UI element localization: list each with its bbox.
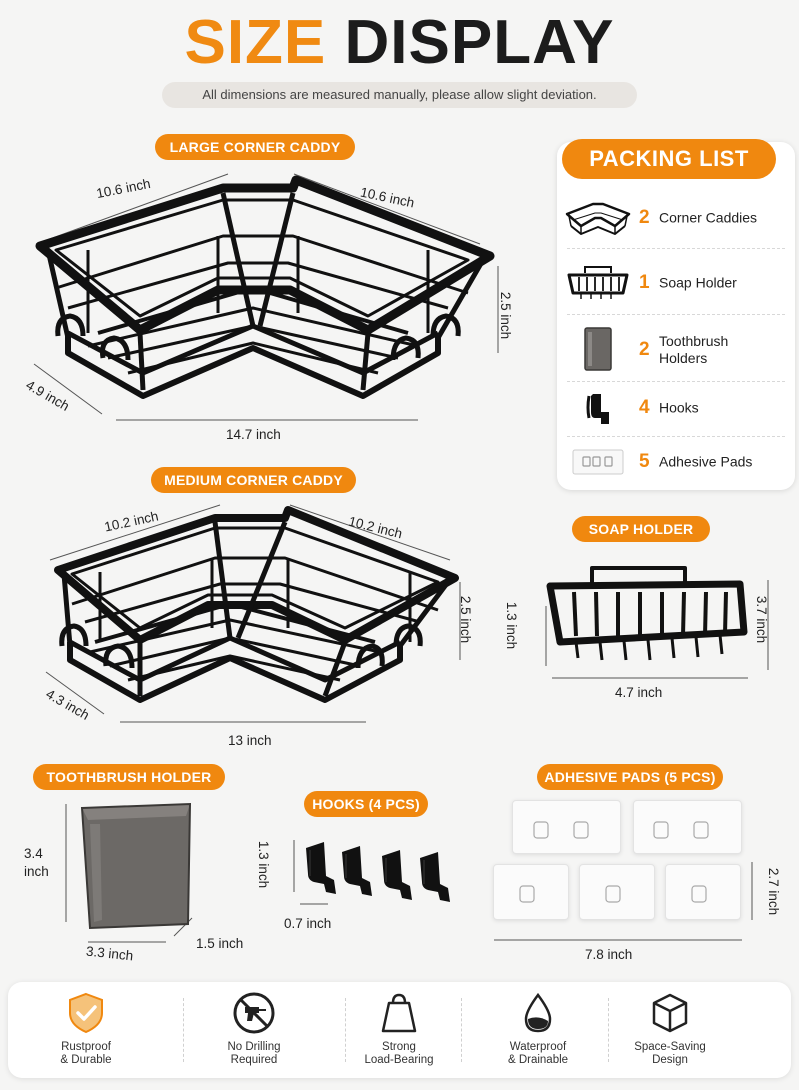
feature-divider [461, 998, 462, 1062]
packing-label-hooks: Hooks [659, 399, 699, 416]
cube-icon [652, 993, 688, 1033]
packing-qty-toothbrush-holders: 2 [639, 339, 650, 360]
packing-divider [567, 314, 785, 315]
feature-divider [345, 998, 346, 1062]
toothbrush-holder-badge: TOOTHBRUSH HOLDER [33, 764, 225, 790]
feature-divider [183, 998, 184, 1062]
packing-label-toothbrush-holders: Toothbrush Holders [659, 333, 729, 366]
soap-holder-icon [567, 266, 629, 299]
adhesive-pad [512, 800, 621, 854]
feature-waterproof: Waterproof& Drainable [460, 982, 616, 1078]
adhesive-pads-marks [494, 821, 753, 941]
packing-item-toothbrush-holders: 2 Toothbrush Holders [565, 322, 787, 378]
title-size: SIZE [184, 8, 327, 77]
packing-qty-adhesive-pads: 5 [639, 451, 650, 472]
water-drop-icon [524, 992, 552, 1033]
hooks-badge: HOOKS (4 PCS) [304, 791, 428, 817]
medium-caddy-height: 2.5 inch [458, 595, 474, 644]
title-display: DISPLAY [344, 8, 615, 77]
toothbrush-holder-icon [584, 327, 612, 371]
packing-divider [567, 381, 785, 382]
feature-waterproof-line1: Waterproof [509, 1041, 567, 1053]
feature-rustproof-line2: & Durable [60, 1054, 112, 1066]
feature-rustproof: Rustproof& Durable [8, 982, 164, 1078]
hooks-width: 0.7 inch [284, 916, 332, 931]
adhesive-pads-height: 2.7 inch [766, 867, 782, 916]
feature-rustproof-line1: Rustproof [61, 1041, 111, 1053]
hooks-image [293, 840, 450, 905]
adhesive-pad [633, 800, 742, 854]
toothbrush-holder-height: 3.4 inch [24, 846, 49, 879]
large-caddy-height: 2.5 inch [498, 291, 514, 340]
hook-icon [586, 394, 609, 424]
medium-caddy-badge: MEDIUM CORNER CADDY [151, 467, 356, 493]
packing-divider [567, 248, 785, 249]
medium-caddy-width: 13 inch [228, 733, 272, 748]
adhesive-pads-width: 7.8 inch [585, 947, 633, 962]
feature-no-drilling-line2: Required [230, 1054, 278, 1066]
large-caddy-image [33, 173, 499, 421]
feature-no-drilling-line1: No Drilling [227, 1041, 281, 1053]
corner-caddy-icon [565, 202, 631, 235]
soap-holder-inner-height: 1.3 inch [504, 601, 520, 650]
toothbrush-holder-depth: 1.5 inch [196, 936, 244, 951]
feature-load-bearing-line2: Load-Bearing [364, 1054, 434, 1066]
toothbrush-holder-image [65, 802, 193, 943]
packing-list-title: PACKING LIST [562, 139, 776, 179]
no-drill-icon [233, 992, 275, 1034]
adhesive-pad [579, 864, 655, 920]
packing-item-soap-holder: 1 Soap Holder [565, 255, 787, 311]
packing-item-hooks: 4 Hooks [565, 380, 787, 436]
adhesive-pad [665, 864, 741, 920]
packing-divider [567, 436, 785, 437]
page-subtitle: All dimensions are measured manually, pl… [162, 82, 637, 108]
packing-list-card: PACKING LIST 2 Corner Caddies 1 Soap Hol… [557, 139, 795, 490]
packing-item-adhesive-pads: 5 Adhesive Pads [565, 434, 787, 490]
adhesive-pad [493, 864, 569, 920]
large-caddy-width: 14.7 inch [226, 427, 281, 442]
feature-divider [608, 998, 609, 1062]
packing-label-adhesive-pads: Adhesive Pads [659, 453, 753, 470]
hooks-height: 1.3 inch [256, 840, 272, 889]
page-title: SIZE DISPLAY [0, 8, 799, 78]
shield-check-icon [69, 992, 103, 1034]
soap-holder-height: 3.7 inch [754, 595, 770, 644]
feature-space-saving-line2: Design [652, 1054, 688, 1066]
packing-label-corner-caddies: Corner Caddies [659, 209, 758, 226]
adhesive-pad-icon [572, 449, 624, 475]
packing-qty-soap-holder: 1 [639, 272, 650, 293]
packing-label-soap-holder: Soap Holder [659, 274, 737, 291]
adhesive-pads-badge: ADHESIVE PADS (5 PCS) [537, 764, 723, 790]
feature-space-saving-line1: Space-Saving [634, 1041, 706, 1053]
packing-qty-corner-caddies: 2 [639, 207, 650, 228]
feature-load-bearing-line1: Strong [382, 1041, 416, 1053]
weight-icon [381, 993, 417, 1033]
packing-qty-hooks: 4 [639, 397, 650, 418]
soap-holder-width: 4.7 inch [615, 685, 663, 700]
soap-holder-badge: SOAP HOLDER [572, 516, 710, 542]
medium-caddy-image [45, 504, 461, 723]
packing-item-corner-caddies: 2 Corner Caddies [565, 190, 787, 246]
soap-holder-image [545, 566, 769, 679]
feature-waterproof-line2: & Drainable [507, 1054, 569, 1066]
large-caddy-badge: LARGE CORNER CADDY [155, 134, 355, 160]
